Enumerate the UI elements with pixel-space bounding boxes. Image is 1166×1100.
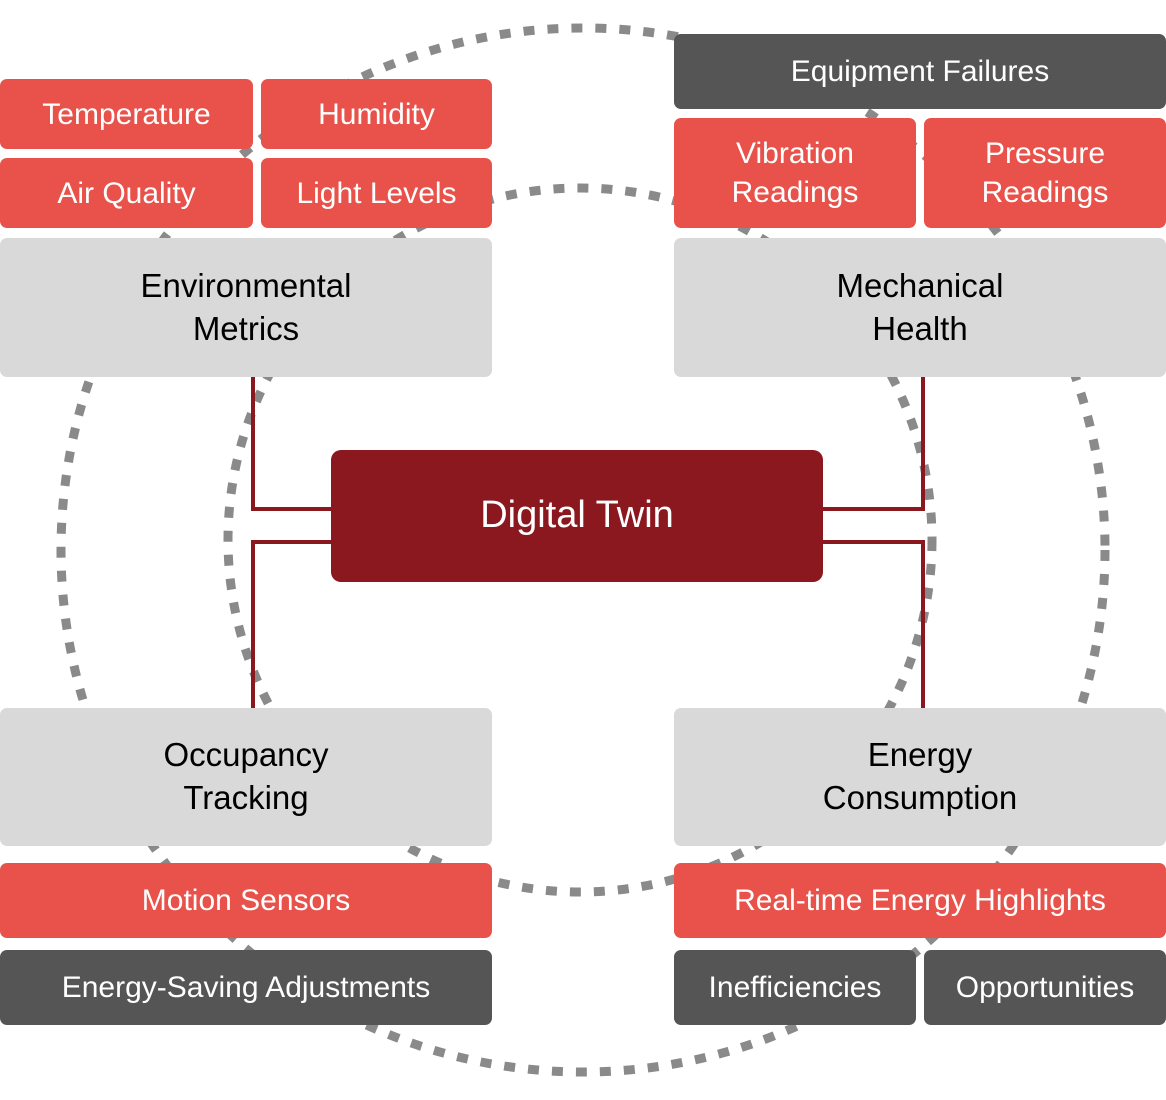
metric-temperature: Temperature [0,79,253,149]
outer-dotted-ring [56,23,1110,1077]
metric-humidity-label: Humidity [318,97,435,131]
category-environmental-label: Environmental Metrics [140,266,352,347]
metric-real-time-energy-highlights: Real-time Energy Highlights [674,863,1166,938]
metric-pressure-label: Pressure Readings [981,137,1109,209]
connector-mechanical [822,377,925,511]
metric-temperature-label: Temperature [42,97,211,131]
outcome-opportunities-label: Opportunities [955,971,1135,1004]
metric-light-levels-label: Light Levels [296,176,457,210]
outcome-inefficiencies-label: Inefficiencies [708,971,882,1004]
category-environmental-metrics: Environmental Metrics [0,238,492,377]
connector-occupancy [251,540,333,709]
digital-twin-core: Digital Twin [331,450,823,582]
digital-twin-label: Digital Twin [480,494,674,537]
inner-dotted-ring [223,183,937,897]
connector-environmental [251,377,333,511]
outcome-energy-saving-adjustments: Energy-Saving Adjustments [0,950,492,1025]
metric-energy-highlights-label: Real-time Energy Highlights [734,884,1106,917]
metric-vibration-label: Vibration Readings [731,137,859,209]
category-mechanical-health: Mechanical Health [674,238,1166,377]
category-energy-consumption: Energy Consumption [674,708,1166,846]
metric-pressure-readings: Pressure Readings [924,118,1166,228]
metric-motion-label: Motion Sensors [141,884,351,917]
category-occupancy-label: Occupancy Tracking [163,736,329,816]
metric-humidity: Humidity [261,79,492,149]
outcome-inefficiencies: Inefficiencies [674,950,916,1025]
outcome-equipment-failures: Equipment Failures [674,34,1166,109]
outcome-opportunities: Opportunities [924,950,1166,1025]
connector-energy [822,540,925,709]
metric-air-quality: Air Quality [0,158,253,228]
metric-vibration-readings: Vibration Readings [674,118,916,228]
outcome-energy-saving-label: Energy-Saving Adjustments [61,971,431,1004]
category-mechanical-label: Mechanical Health [836,266,1004,347]
category-energy-label: Energy Consumption [822,736,1018,816]
category-occupancy-tracking: Occupancy Tracking [0,708,492,846]
metric-air-quality-label: Air Quality [57,176,196,210]
outcome-equipment-failures-label: Equipment Failures [790,55,1050,88]
metric-motion-sensors: Motion Sensors [0,863,492,938]
metric-light-levels: Light Levels [261,158,492,228]
